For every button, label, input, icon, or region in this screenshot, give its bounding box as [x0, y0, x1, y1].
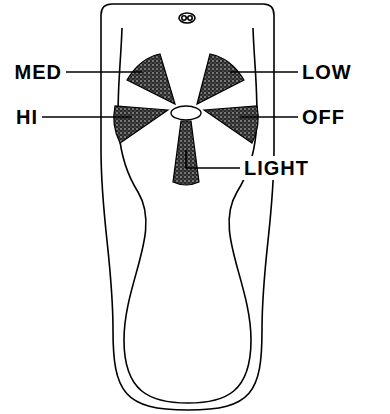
button-label: MED: [13, 60, 64, 84]
leader-line: [186, 150, 240, 168]
low-button: [197, 54, 244, 104]
logo-mark: [182, 16, 186, 20]
leader-line: [66, 71, 142, 73]
button-label: LOW: [300, 60, 354, 84]
remote-inner-right: [188, 28, 257, 403]
button-label: OFF: [300, 105, 347, 129]
off-button: [204, 106, 258, 143]
center-hub: [171, 106, 201, 120]
leader-line: [240, 116, 298, 118]
med-button: [127, 54, 175, 104]
button-label: HI: [14, 105, 40, 129]
leader-line: [42, 116, 132, 118]
remote-inner-left: [118, 28, 188, 403]
leader-line: [230, 71, 298, 73]
logo-mark: [188, 16, 192, 20]
hi-button: [114, 106, 168, 143]
button-label: LIGHT: [242, 156, 311, 180]
logo: [179, 13, 195, 23]
remote-body: [101, 4, 274, 410]
